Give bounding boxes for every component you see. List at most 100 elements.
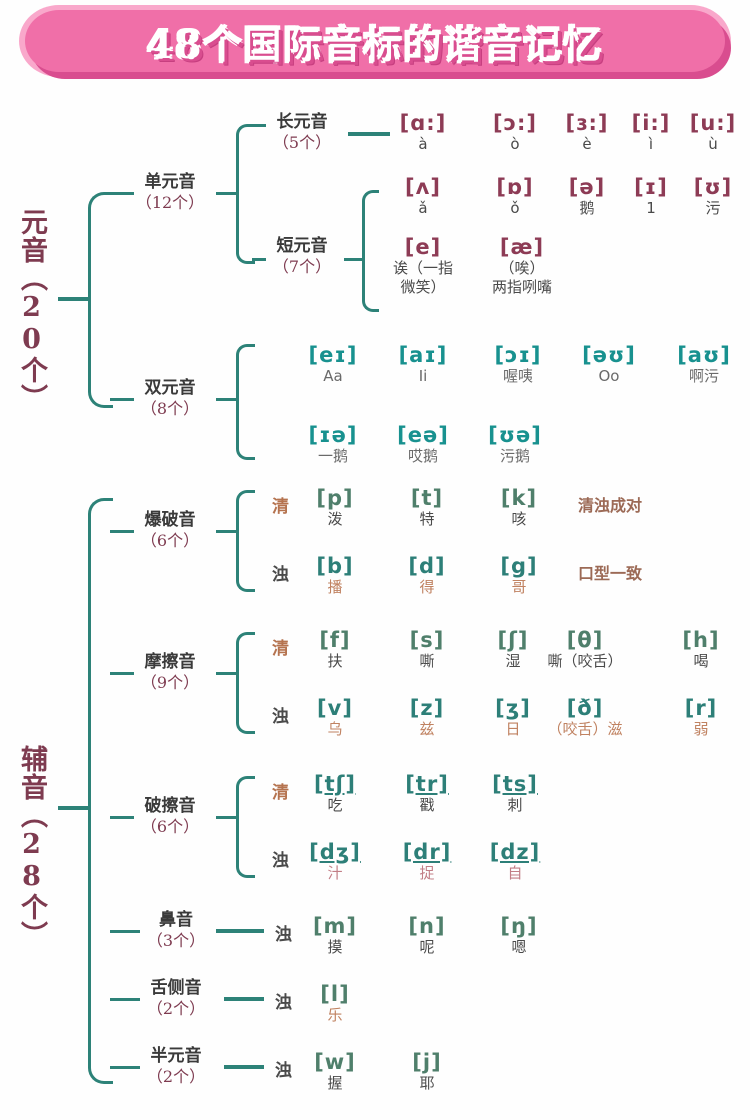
phoneme-gloss: 诶（一指 微笑） [392, 259, 453, 296]
phoneme-cell: [w] 握 [306, 1051, 364, 1093]
phoneme-gloss: 咳 [511, 510, 527, 529]
phoneme-gloss: （唉） 两指咧嘴 [491, 259, 552, 296]
phoneme-symbol: [ə] [568, 175, 606, 199]
phoneme-gloss: 湿 [505, 652, 521, 671]
phoneme-symbol: [aʊ] [677, 343, 731, 367]
phoneme-symbol: [ɔɪ] [494, 343, 542, 367]
phoneme-gloss: 特 [419, 510, 435, 529]
phoneme-cell: [ʌ] ǎ [392, 176, 454, 218]
diphthong-label: 双元音 （8个） [124, 378, 216, 419]
phoneme-symbol: [j] [412, 1050, 442, 1074]
phoneme-cell: [p] 泼 [306, 487, 364, 529]
phoneme-symbol: [ŋ] [500, 914, 538, 938]
phoneme-cell: [aʊ] 啊污 [668, 344, 740, 386]
short-vowel-label: 短元音 （7个） [258, 236, 346, 277]
phoneme-symbol: [e] [404, 235, 442, 259]
voiced-label: 浊 [272, 707, 289, 727]
fricative-label: 摩擦音 （9个） [124, 652, 216, 693]
phoneme-gloss: ǒ [510, 199, 520, 218]
phoneme-symbol: [tr] [405, 772, 449, 796]
phoneme-cell: [l] 乐 [306, 983, 364, 1025]
phoneme-symbol: [p] [316, 486, 354, 510]
phoneme-cell: [aɪ] Ii [390, 344, 456, 386]
phoneme-cell: [ts] 刺 [486, 773, 544, 815]
phoneme-cell: [j] 耶 [398, 1051, 456, 1093]
short-out-stem [344, 258, 362, 261]
phoneme-gloss: 自 [507, 864, 523, 883]
phoneme-gloss: Oo [598, 367, 620, 386]
fricative-out-stem [216, 672, 236, 675]
voiced-label: 浊 [275, 993, 292, 1013]
plosive-label: 爆破音 （6个） [124, 510, 216, 551]
long-vowel-title: 长元音 [276, 112, 328, 132]
phoneme-cell: [u:] ù [684, 112, 742, 154]
phoneme-cell: [tʃ] 吃 [306, 773, 364, 815]
phoneme-gloss: 嘶（咬舌） [547, 652, 623, 671]
short-vowel-count: （7个） [272, 257, 332, 277]
title-plate-shape [19, 5, 731, 77]
phoneme-gloss: 哥 [511, 578, 527, 597]
voiced-label: 浊 [275, 1061, 292, 1081]
phoneme-gloss: 嗯 [511, 938, 527, 957]
semivowel-out-stem [224, 1065, 264, 1069]
phoneme-cell: [i:] ì [622, 112, 680, 154]
phoneme-symbol: [aɪ] [398, 343, 448, 367]
phoneme-cell: [ɒ] ǒ [484, 176, 546, 218]
mono-stem [110, 192, 134, 195]
phoneme-cell: [θ] 嘶（咬舌） [547, 628, 622, 671]
phoneme-symbol: [w] [314, 1050, 356, 1074]
long-vowel-count: （5个） [272, 133, 332, 153]
long-stem [252, 124, 266, 127]
phoneme-symbol: [t] [410, 486, 444, 510]
phoneme-symbol: [z] [409, 696, 445, 720]
phoneme-gloss: ù [708, 135, 718, 154]
phoneme-cell: [ð] （咬舌）滋 [547, 697, 622, 739]
phoneme-gloss: 戳 [419, 796, 435, 815]
phoneme-symbol: [ʃ] [497, 628, 529, 652]
phoneme-gloss: 兹 [419, 720, 435, 739]
phoneme-cell: [ɜ:] è [556, 112, 618, 154]
phoneme-symbol: [θ] [566, 628, 604, 652]
phoneme-symbol: [ʒ] [495, 696, 531, 720]
fricative-brace [236, 632, 255, 734]
phoneme-symbol: [tʃ] [314, 772, 356, 796]
phoneme-gloss: 扶 [327, 652, 343, 671]
phoneme-gloss: 污鹅 [499, 447, 530, 466]
semivowel-label: 半元音 （2个） [128, 1046, 224, 1087]
plosive-brace [236, 490, 255, 592]
phoneme-symbol: [ɪə] [308, 423, 358, 447]
fricative-count: （9个） [140, 673, 200, 693]
phoneme-symbol: [s] [409, 628, 445, 652]
phoneme-symbol: [ʌ] [405, 175, 441, 199]
lateral-title: 舌侧音 [150, 978, 202, 998]
mono-out-stem [216, 192, 236, 195]
consonant-root-brace [88, 498, 113, 1084]
phoneme-gloss: 喔咦 [502, 367, 533, 386]
phoneme-gloss: 播 [327, 578, 343, 597]
phoneme-symbol: [dr] [402, 840, 452, 864]
phoneme-cell: [r] 弱 [672, 697, 730, 739]
phoneme-cell: [tr] 戳 [398, 773, 456, 815]
phoneme-cell: [eɪ] Aa [300, 344, 366, 386]
vowel-root-label: 元音（20个） [16, 208, 47, 412]
plosive-note-voiced: 口型一致 [578, 564, 643, 583]
phoneme-cell: [dz] 自 [486, 841, 544, 883]
page-title: 48个国际音标的谐音记忆 [146, 21, 604, 67]
phoneme-gloss: 日 [505, 720, 521, 739]
lateral-stem [110, 998, 140, 1001]
phoneme-cell: [s] 嘶 [398, 629, 456, 671]
semivowel-stem [110, 1066, 140, 1069]
phoneme-symbol: [ɑ:] [399, 111, 447, 135]
phoneme-gloss: 哎鹅 [407, 447, 438, 466]
phoneme-cell: [æ] （唉） 两指咧嘴 [476, 236, 568, 297]
phoneme-cell: [ɔ:] ò [484, 112, 546, 154]
phoneme-cell: [ɔɪ] 喔咦 [482, 344, 554, 386]
diphthong-brace [236, 344, 255, 460]
affricate-out-stem [216, 816, 236, 819]
phoneme-symbol: [dʒ] [309, 840, 361, 864]
phoneme-symbol: [ɪ] [634, 175, 668, 199]
lateral-count: （2个） [146, 999, 206, 1019]
affricate-count: （6个） [140, 817, 200, 837]
phoneme-gloss: 啊污 [688, 367, 719, 386]
phoneme-cell: [h] 喝 [672, 629, 730, 671]
